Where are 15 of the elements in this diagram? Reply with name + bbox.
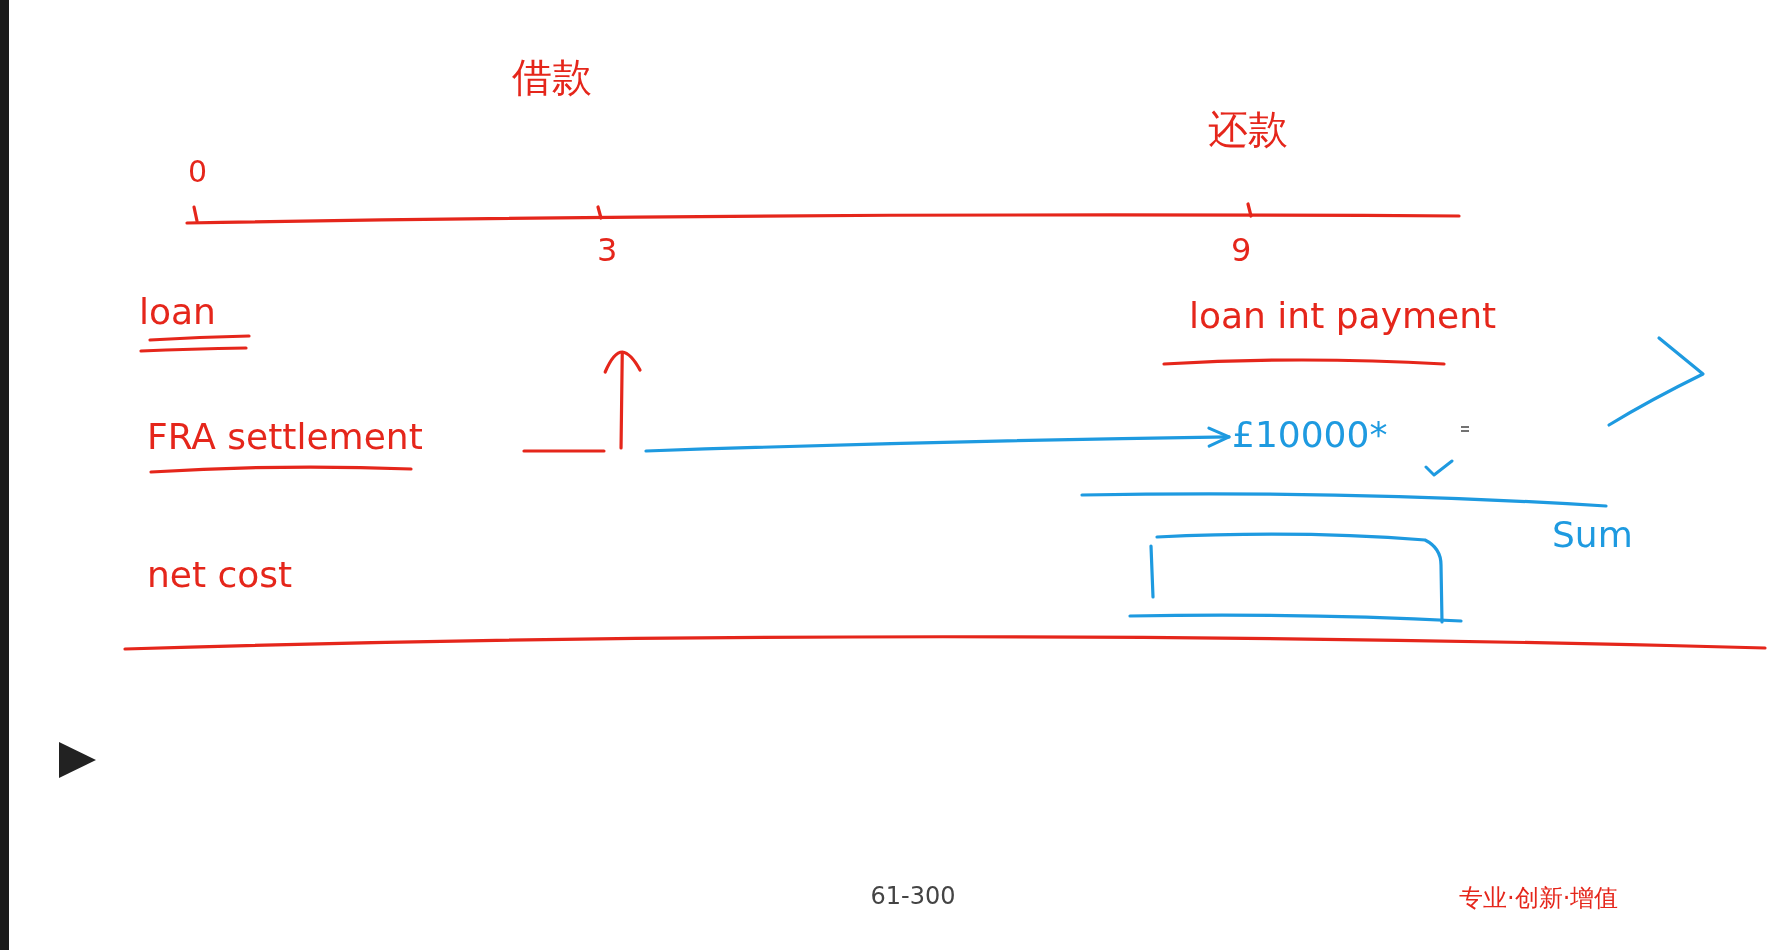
- sum-label: Sum: [1552, 516, 1633, 554]
- tick-label: 0: [188, 156, 208, 188]
- tick-label: 9: [1231, 234, 1252, 268]
- note-text: 借款: [512, 56, 592, 98]
- amount-text: £10000*: [1232, 416, 1388, 454]
- note-text: loan int payment: [1189, 297, 1497, 335]
- note-text: 还款: [1208, 108, 1288, 150]
- arrow: [644, 426, 1231, 453]
- row-heading: loan: [139, 293, 216, 331]
- row-heading: FRA settlement: [147, 418, 423, 456]
- cash-flow-arrow: [521, 348, 643, 455]
- row-heading: net cost: [147, 556, 293, 594]
- page-number: 61-300: [870, 884, 956, 910]
- tick-label: 3: [597, 234, 618, 268]
- slogan-text: 专业·创新·增值: [1459, 886, 1619, 912]
